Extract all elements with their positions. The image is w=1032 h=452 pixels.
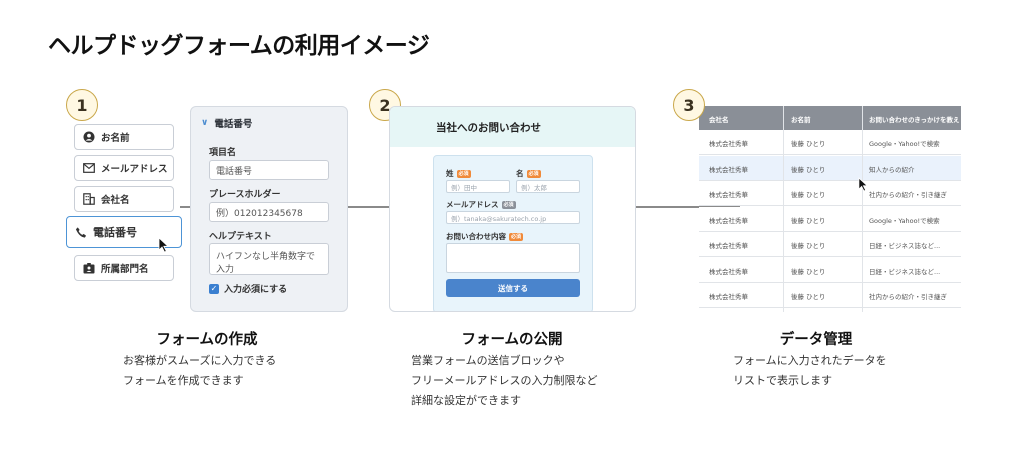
last-name-label-text: 姓 [446,169,454,178]
required-badge: 必須 [456,169,471,178]
field-settings-panel: ∨ 電話番号 項目名 電話番号 プレースホルダー 例）012012345678 … [190,106,348,312]
table-row[interactable]: 株式会社秀華 後藤 ひとり 知人からの紹介 [699,155,961,181]
required-checkbox-label: 入力必須にする [224,285,288,295]
table-cell: 社内からの紹介・引き継ぎ [869,191,947,199]
table-cell: 後藤 ひとり [791,293,826,301]
table-cell: 後藤 ひとり [791,242,826,250]
table-cell: 株式会社秀華 [709,191,748,199]
field-button-email[interactable]: メールアドレス [74,155,174,181]
field-button-company[interactable]: 会社名 [74,186,174,212]
panel-header[interactable]: ∨ 電話番号 [201,116,252,130]
step-1-desc-line-1: お客様がスムーズに入力できる [123,354,277,367]
inquiry-label-text: お問い合わせ内容 [446,232,506,241]
field-button-label: 会社名 [101,195,130,206]
step-3-number: 3 [673,89,705,121]
person-icon [83,131,95,143]
required-badge: 必須 [509,232,524,241]
step-2-desc-line-2: フリーメールアドレスの入力制限など [411,374,598,387]
table-cell: 後藤 ひとり [791,267,826,276]
inquiry-textarea[interactable] [446,243,580,273]
field-button-label: お名前 [101,133,130,144]
step-3-desc-line-1: フォームに入力されたデータを [733,354,887,367]
form-header [390,107,635,147]
table-cell: 後藤 ひとり [791,216,826,225]
table-cell: 知人からの紹介 [869,165,915,174]
help-text-label: ヘルプテキスト [209,232,272,242]
required-checkbox[interactable]: ✓ 入力必須にする [209,282,287,295]
page-title: ヘルプドッグフォームの利用イメージ [48,33,430,59]
table-row[interactable]: 株式会社秀華 後藤 ひとり 社内からの紹介・引き継ぎ [699,181,961,206]
step-1-heading: フォームの作成 [156,332,258,348]
badge-icon [83,262,95,274]
field-button-department[interactable]: 所属部門名 [74,255,174,281]
checkmark-icon: ✓ [209,283,219,294]
mail-icon [83,162,95,174]
first-name-label-text: 名 [516,169,524,178]
table-row[interactable]: 株式会社秀華 後藤 ひとり 日経・ビジネス誌など... [699,232,961,257]
last-name-input[interactable]: 例）田中 [446,180,510,193]
email-input[interactable]: 例）tanaka@sakuratech.co.jp [446,211,580,224]
field-button-label: 電話番号 [93,226,137,239]
column-divider [862,106,863,312]
table-row[interactable]: 株式会社秀華 後藤 ひとり 日経・ビジネス誌など... [699,257,961,283]
inquiry-label: お問い合わせ内容 必須 [446,231,524,242]
panel-header-label: 電話番号 [214,119,253,130]
table-cell: 社内からの紹介・引き継ぎ [869,293,947,301]
mouse-cursor-icon [858,177,869,196]
published-form-preview: 当社へのお問い合わせ 姓 必須 名 必須 例）田中 例）太郎 メールアドレス 必… [389,106,636,312]
table-cell: 後藤 ひとり [791,191,826,199]
table-cell: 株式会社秀華 [709,165,748,174]
column-header-company[interactable]: 会社名 [709,116,729,124]
last-name-label: 姓 必須 [446,168,471,179]
step-3-desc-line-2: リストで表示します [733,374,832,387]
table-cell: 後藤 ひとり [791,165,826,174]
table-cell: 株式会社秀華 [709,216,748,225]
table-cell: Google・Yahoo!で検索 [869,216,940,225]
first-name-input[interactable]: 例）太郎 [516,180,580,193]
table-cell: 日経・ビジネス誌など... [869,242,941,250]
step-1-desc-line-2: フォームを作成できます [123,374,244,387]
required-badge: 必須 [501,200,516,209]
inquiry-form: 姓 必須 名 必須 例）田中 例）太郎 メールアドレス 必須 例）tanaka@… [433,155,593,311]
column-header-source[interactable]: お問い合わせのきっかけを教え [869,116,960,124]
table-row[interactable]: 株式会社秀華 後藤 ひとり 社内からの紹介・引き継ぎ [699,283,961,308]
item-name-label: 項目名 [209,148,237,158]
table-cell: 株式会社秀華 [709,140,748,148]
help-text-input[interactable]: ハイフンなし半角数字で入力 [209,243,329,275]
item-name-input[interactable]: 電話番号 [209,160,329,180]
table-cell: 株式会社秀華 [709,293,748,301]
placeholder-label: プレースホルダー [209,190,281,200]
table-row[interactable]: 株式会社秀華 後藤 ひとり Google・Yahoo!で検索 [699,206,961,232]
column-header-name[interactable]: お名前 [791,116,811,124]
step-3-heading: データ管理 [779,332,853,348]
table-header: 会社名 お名前 お問い合わせのきっかけを教え [699,106,961,130]
step-1-number: 1 [66,89,98,121]
form-title: 当社へのお問い合わせ [436,122,541,134]
table-cell: 後藤 ひとり [791,140,826,148]
chevron-down-icon[interactable]: ∨ [201,118,209,128]
first-name-label: 名 必須 [516,168,541,179]
mouse-cursor-icon [158,237,170,257]
email-label-text: メールアドレス [446,200,499,209]
placeholder-input[interactable]: 例）012012345678 [209,202,329,222]
field-button-label: メールアドレス [101,164,168,175]
step-2-desc-line-3: 詳細な設定ができます [411,394,521,407]
step-2-desc-line-1: 営業フォームの送信ブロックや [411,354,565,367]
table-cell: 株式会社秀華 [709,242,748,250]
table-cell: Google・Yahoo!で検索 [869,140,940,148]
email-label: メールアドレス 必須 [446,199,516,210]
field-button-label: 所属部門名 [101,264,149,275]
step-2-heading: フォームの公開 [461,332,563,348]
table-cell: 日経・ビジネス誌など... [869,267,941,276]
column-divider [783,106,784,312]
table-cell: 株式会社秀華 [709,267,748,276]
phone-icon [75,226,87,238]
submit-button[interactable]: 送信する [446,279,580,297]
table-row[interactable]: 株式会社秀華 後藤 ひとり Google・Yahoo!で検索 [699,130,961,155]
building-icon [83,193,95,205]
field-button-name[interactable]: お名前 [74,124,174,150]
required-badge: 必須 [526,169,541,178]
